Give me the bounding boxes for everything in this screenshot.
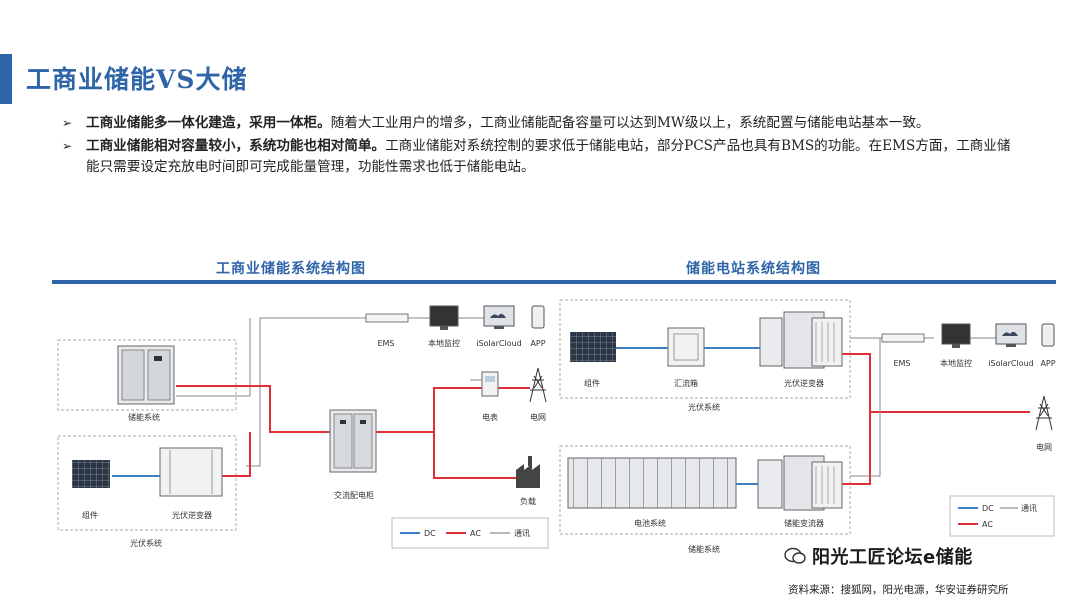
right-label-ems: EMS	[893, 359, 910, 368]
left-ac-line-load	[433, 432, 516, 479]
left-storage-group	[57, 339, 237, 411]
right-ac-line-pv	[842, 353, 1030, 413]
source-note: 资料来源：搜狐网，阳光电源，华安证券研究所	[788, 584, 1009, 596]
left-label-ems: EMS	[377, 339, 394, 348]
bullet-1-bold: 工商业储能多一体化建造，采用一体柜。	[86, 115, 331, 131]
left-comm-line-2	[176, 318, 251, 397]
watermark: 阳光工匠论坛e储能	[784, 543, 973, 569]
right-legend-box	[949, 495, 1055, 537]
right-battery-icon	[567, 457, 737, 509]
right-label-module: 组件	[584, 378, 600, 388]
left-label-meter: 电表	[482, 412, 498, 422]
left-monitor-icon	[429, 305, 459, 330]
bullet-list: ➢ 工商业储能多一体化建造，采用一体柜。随着大工业用户的增多，工商业储能配备容量…	[62, 113, 1022, 180]
left-inverter-icon	[159, 447, 223, 497]
left-grid-tower-icon	[529, 367, 547, 403]
right-comm-line	[850, 337, 881, 477]
left-ac-line-pv	[222, 432, 251, 477]
watermark-text: 阳光工匠论坛e储能	[812, 547, 973, 568]
title-accent-bar	[0, 54, 12, 104]
left-label-local: 本地监控	[428, 338, 460, 348]
arrow-bullet-icon: ➢	[62, 116, 73, 130]
right-label-app: APP	[1040, 359, 1055, 368]
left-load-factory-icon	[516, 456, 540, 488]
right-diagram-title: 储能电站系统结构图	[686, 261, 821, 277]
right-label-isolar: iSolarCloud	[988, 359, 1033, 368]
header-band	[52, 280, 1056, 284]
left-app-phone-icon	[531, 305, 545, 329]
right-legend-comm: 通讯	[1021, 503, 1037, 513]
left-ac-cabinet-icon	[329, 409, 377, 473]
left-legend-comm: 通讯	[514, 528, 530, 538]
right-pv-module-icon	[570, 332, 616, 362]
left-label-inverter: 光伏逆变器	[172, 510, 212, 520]
right-label-pcs: 储能变流器	[784, 518, 824, 528]
right-monitor-icon	[941, 323, 971, 348]
left-ac-line-storage	[176, 385, 330, 433]
left-label-module: 组件	[82, 510, 98, 520]
left-ac-line-grid	[376, 387, 530, 433]
left-label-pv-sys: 光伏系统	[130, 538, 162, 548]
right-label-pv-sys: 光伏系统	[688, 402, 720, 412]
bullet-item-1: ➢ 工商业储能多一体化建造，采用一体柜。随着大工业用户的增多，工商业储能配备容量…	[62, 113, 1022, 134]
right-label-battery-sys: 电池系统	[634, 518, 666, 528]
left-label-ac-cabinet: 交流配电柜	[334, 490, 374, 500]
right-legend-ac: AC	[982, 520, 993, 529]
right-combiner-icon	[667, 327, 705, 367]
left-label-grid: 电网	[530, 412, 546, 422]
right-label-inverter: 光伏逆变器	[784, 378, 824, 388]
right-label-grid: 电网	[1036, 442, 1052, 452]
arrow-bullet-icon: ➢	[62, 139, 73, 153]
left-comm-line	[246, 317, 366, 467]
left-pv-group	[57, 435, 237, 531]
right-label-storage-sys: 储能系统	[688, 544, 720, 554]
left-label-storage-sys: 储能系统	[128, 412, 160, 422]
left-legend-dc: DC	[424, 529, 436, 538]
left-label-isolar: iSolarCloud	[476, 339, 521, 348]
bullet-item-2: ➢ 工商业储能相对容量较小，系统功能也相对简单。工商业储能对系统控制的要求低于储…	[62, 136, 1022, 178]
right-app-phone-icon	[1041, 323, 1055, 347]
left-label-app: APP	[530, 339, 545, 348]
bullet-2-text: 工商业储能对系统控制的要求低于储能电站，部分PCS产品也具有BMS的功能。在EM…	[86, 138, 1011, 175]
right-isolarcloud-icon	[995, 323, 1027, 347]
right-label-local: 本地监控	[940, 358, 972, 368]
left-meter-icon	[481, 371, 499, 397]
right-grid-tower-icon	[1035, 395, 1053, 431]
wechat-icon	[784, 547, 806, 564]
right-label-combiner: 汇流箱	[674, 378, 698, 388]
left-isolarcloud-icon	[483, 305, 515, 329]
right-ac-line-storage	[842, 412, 871, 485]
bullet-2-bold: 工商业储能相对容量较小，系统功能也相对简单。	[86, 138, 386, 154]
left-storage-cabinet-icon	[117, 345, 175, 405]
left-legend-ac: AC	[470, 529, 481, 538]
right-ems-icon	[881, 333, 925, 343]
left-diagram-title: 工商业储能系统结构图	[216, 261, 366, 277]
left-pv-module-icon	[72, 460, 110, 488]
right-legend-dc: DC	[982, 504, 994, 513]
left-label-load: 负载	[520, 496, 536, 506]
bullet-1-text: 随着大工业用户的增多，工商业储能配备容量可以达到MW级以上，系统配置与储能电站基…	[330, 115, 930, 131]
right-pv-group	[559, 299, 851, 399]
right-inverter-icon	[759, 311, 843, 369]
page-title: 工商业储能VS大储	[26, 65, 248, 94]
left-ems-icon	[365, 313, 409, 323]
right-storage-group	[559, 445, 851, 535]
right-pcs-icon	[757, 455, 843, 511]
